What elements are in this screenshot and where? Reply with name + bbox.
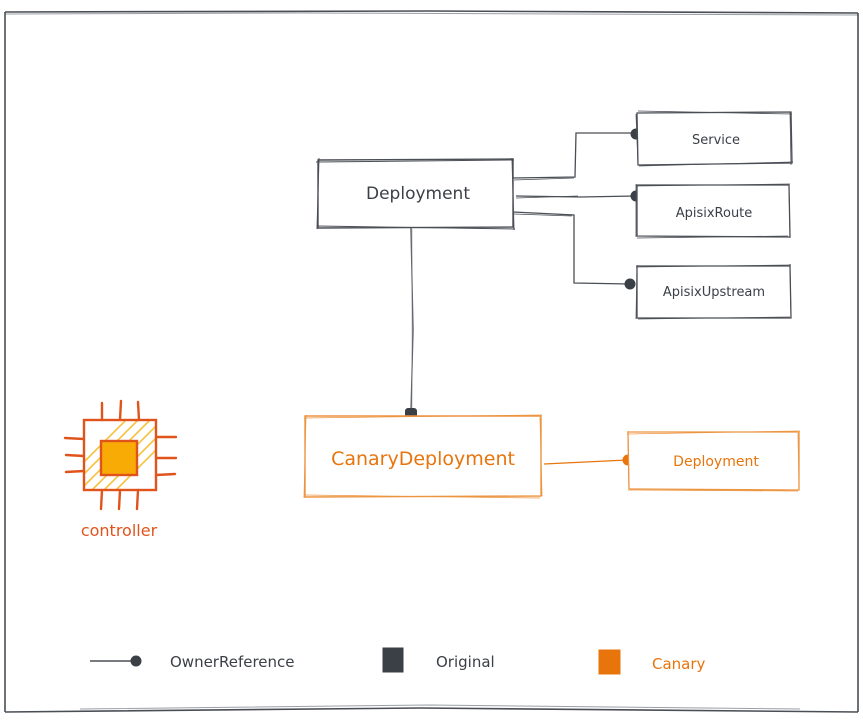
diagram-frame	[4, 10, 859, 713]
controller-label: controller	[81, 521, 158, 540]
owner-reference-dot-icon	[624, 278, 636, 290]
cpu-chip-icon	[63, 399, 178, 511]
node-canary-child-deployment[interactable]: Deployment	[626, 430, 801, 492]
node-canary-deployment[interactable]: CanaryDeployment	[303, 414, 543, 499]
edge-deployment-apisixroute	[515, 195, 637, 199]
node-deployment-label: Deployment	[366, 184, 470, 204]
legend-original-label: Original	[436, 653, 495, 671]
edge-canary-child	[543, 459, 628, 465]
node-deployment[interactable]: Deployment	[315, 157, 516, 231]
legend-canary-label: Canary	[652, 655, 706, 673]
legend: OwnerReference Original Canary	[90, 647, 706, 675]
legend-owner-reference-label: OwnerReference	[170, 653, 295, 671]
edge-deployment-service	[512, 132, 636, 181]
edge-deployment-canarydeployment	[410, 227, 414, 413]
node-apisix-upstream-label: ApisixUpstream	[663, 285, 765, 300]
node-canary-child-deployment-label: Deployment	[673, 454, 759, 470]
node-apisix-route[interactable]: ApisixRoute	[635, 183, 791, 239]
node-apisix-route-label: ApisixRoute	[676, 206, 753, 221]
node-canary-deployment-label: CanaryDeployment	[331, 448, 515, 470]
legend-original-swatch-icon	[382, 647, 404, 673]
legend-owner-reference-icon	[90, 655, 142, 667]
node-service[interactable]: Service	[635, 110, 794, 167]
edge-deployment-apisixupstream	[512, 211, 631, 285]
legend-canary-swatch-icon	[598, 649, 621, 675]
node-apisix-upstream[interactable]: ApisixUpstream	[635, 263, 792, 320]
node-service-label: Service	[692, 133, 740, 148]
